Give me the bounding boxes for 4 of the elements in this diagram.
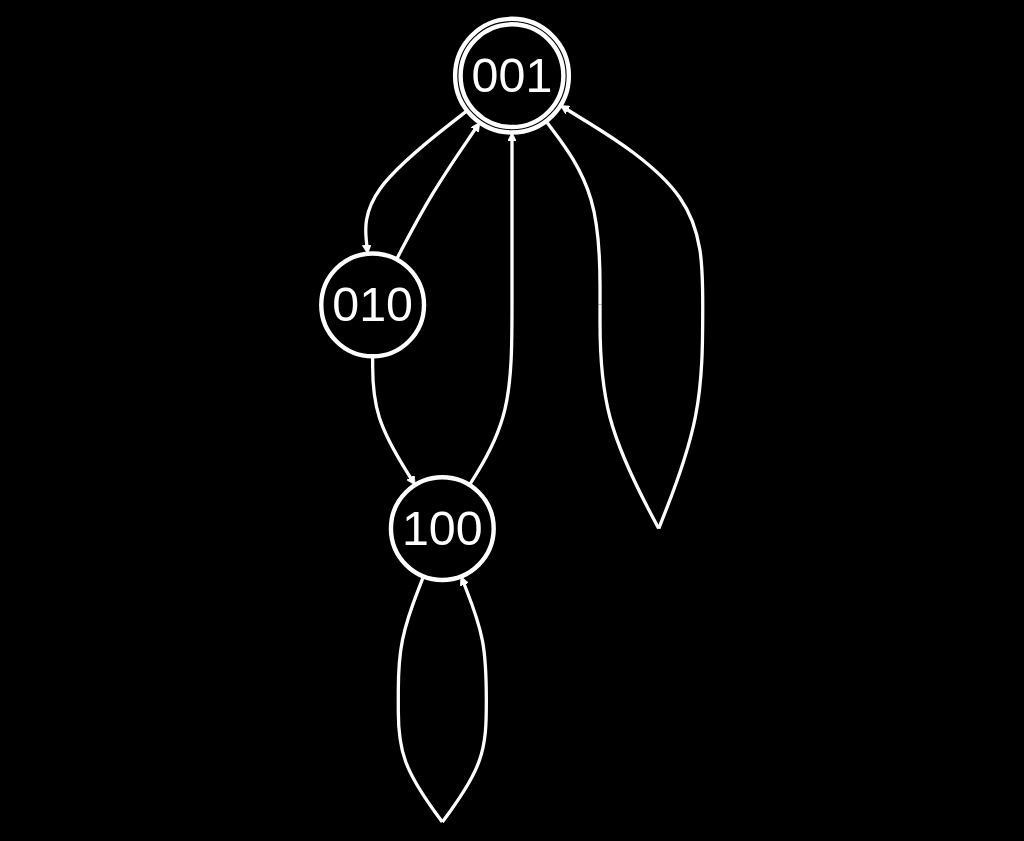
- node-circle: 010: [319, 251, 427, 359]
- node-circle: 100: [388, 475, 496, 583]
- arrow: [395, 122, 481, 261]
- node-circle: 001: [452, 16, 572, 135]
